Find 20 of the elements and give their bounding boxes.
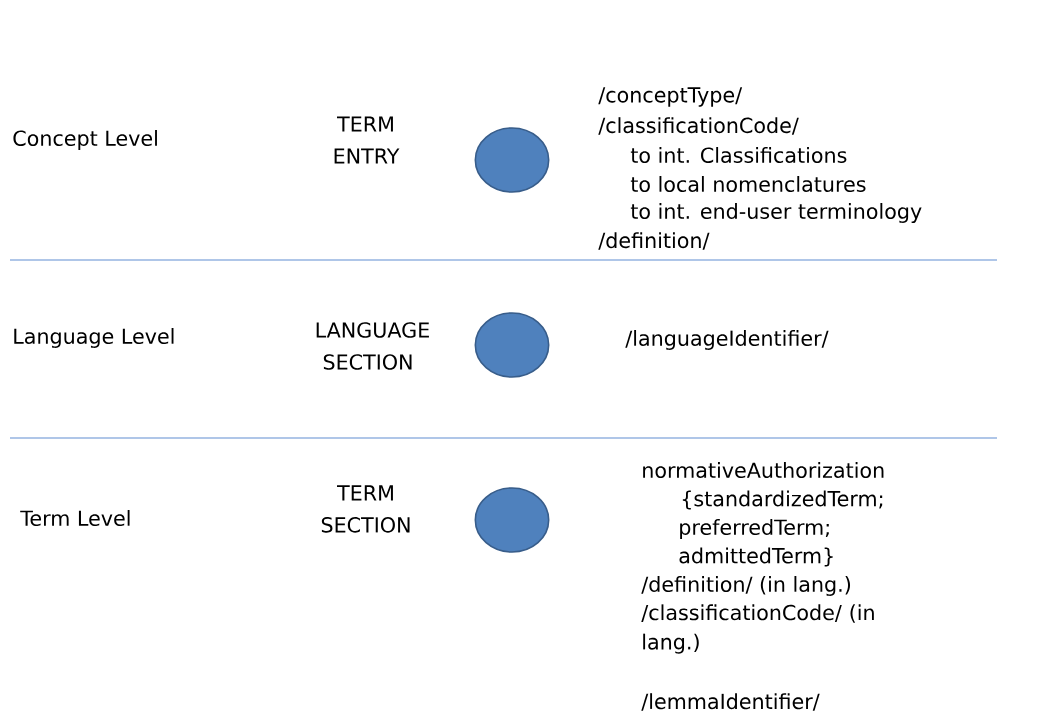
attribute-text: /languageIdentifier/ — [625, 330, 829, 350]
attribute-text: admittedTerm} — [679, 547, 833, 567]
attribute-text: /classificationCode/ (in lang.) — [641, 604, 874, 654]
attribute-text: normativeAuthorization — [643, 462, 884, 478]
attribute-text: {standardizedTerm; — [682, 490, 883, 510]
level-label: Concept Level — [13, 130, 157, 150]
attribute-text: to int. Classifications — [630, 147, 847, 163]
level-label: Language Level — [14, 328, 174, 348]
attribute-text: /definition/ — [598, 232, 710, 250]
attribute-text: to int. end-user terminology — [630, 203, 922, 223]
attribute-text: /classificationCode/ — [598, 117, 799, 135]
circle-node — [474, 127, 550, 193]
circle-node — [474, 312, 550, 378]
circle-node — [474, 487, 550, 553]
attribute-text: /conceptType/ — [598, 87, 743, 107]
attribute-text: /definition/ (in lang.) — [641, 576, 851, 596]
attribute-text: to local nomenclatures — [630, 176, 866, 192]
attribute-text: /lemmaIdentifier/ — [641, 693, 820, 711]
attribute-text: preferredTerm; — [680, 519, 829, 539]
level-label: Term Level — [20, 510, 130, 526]
